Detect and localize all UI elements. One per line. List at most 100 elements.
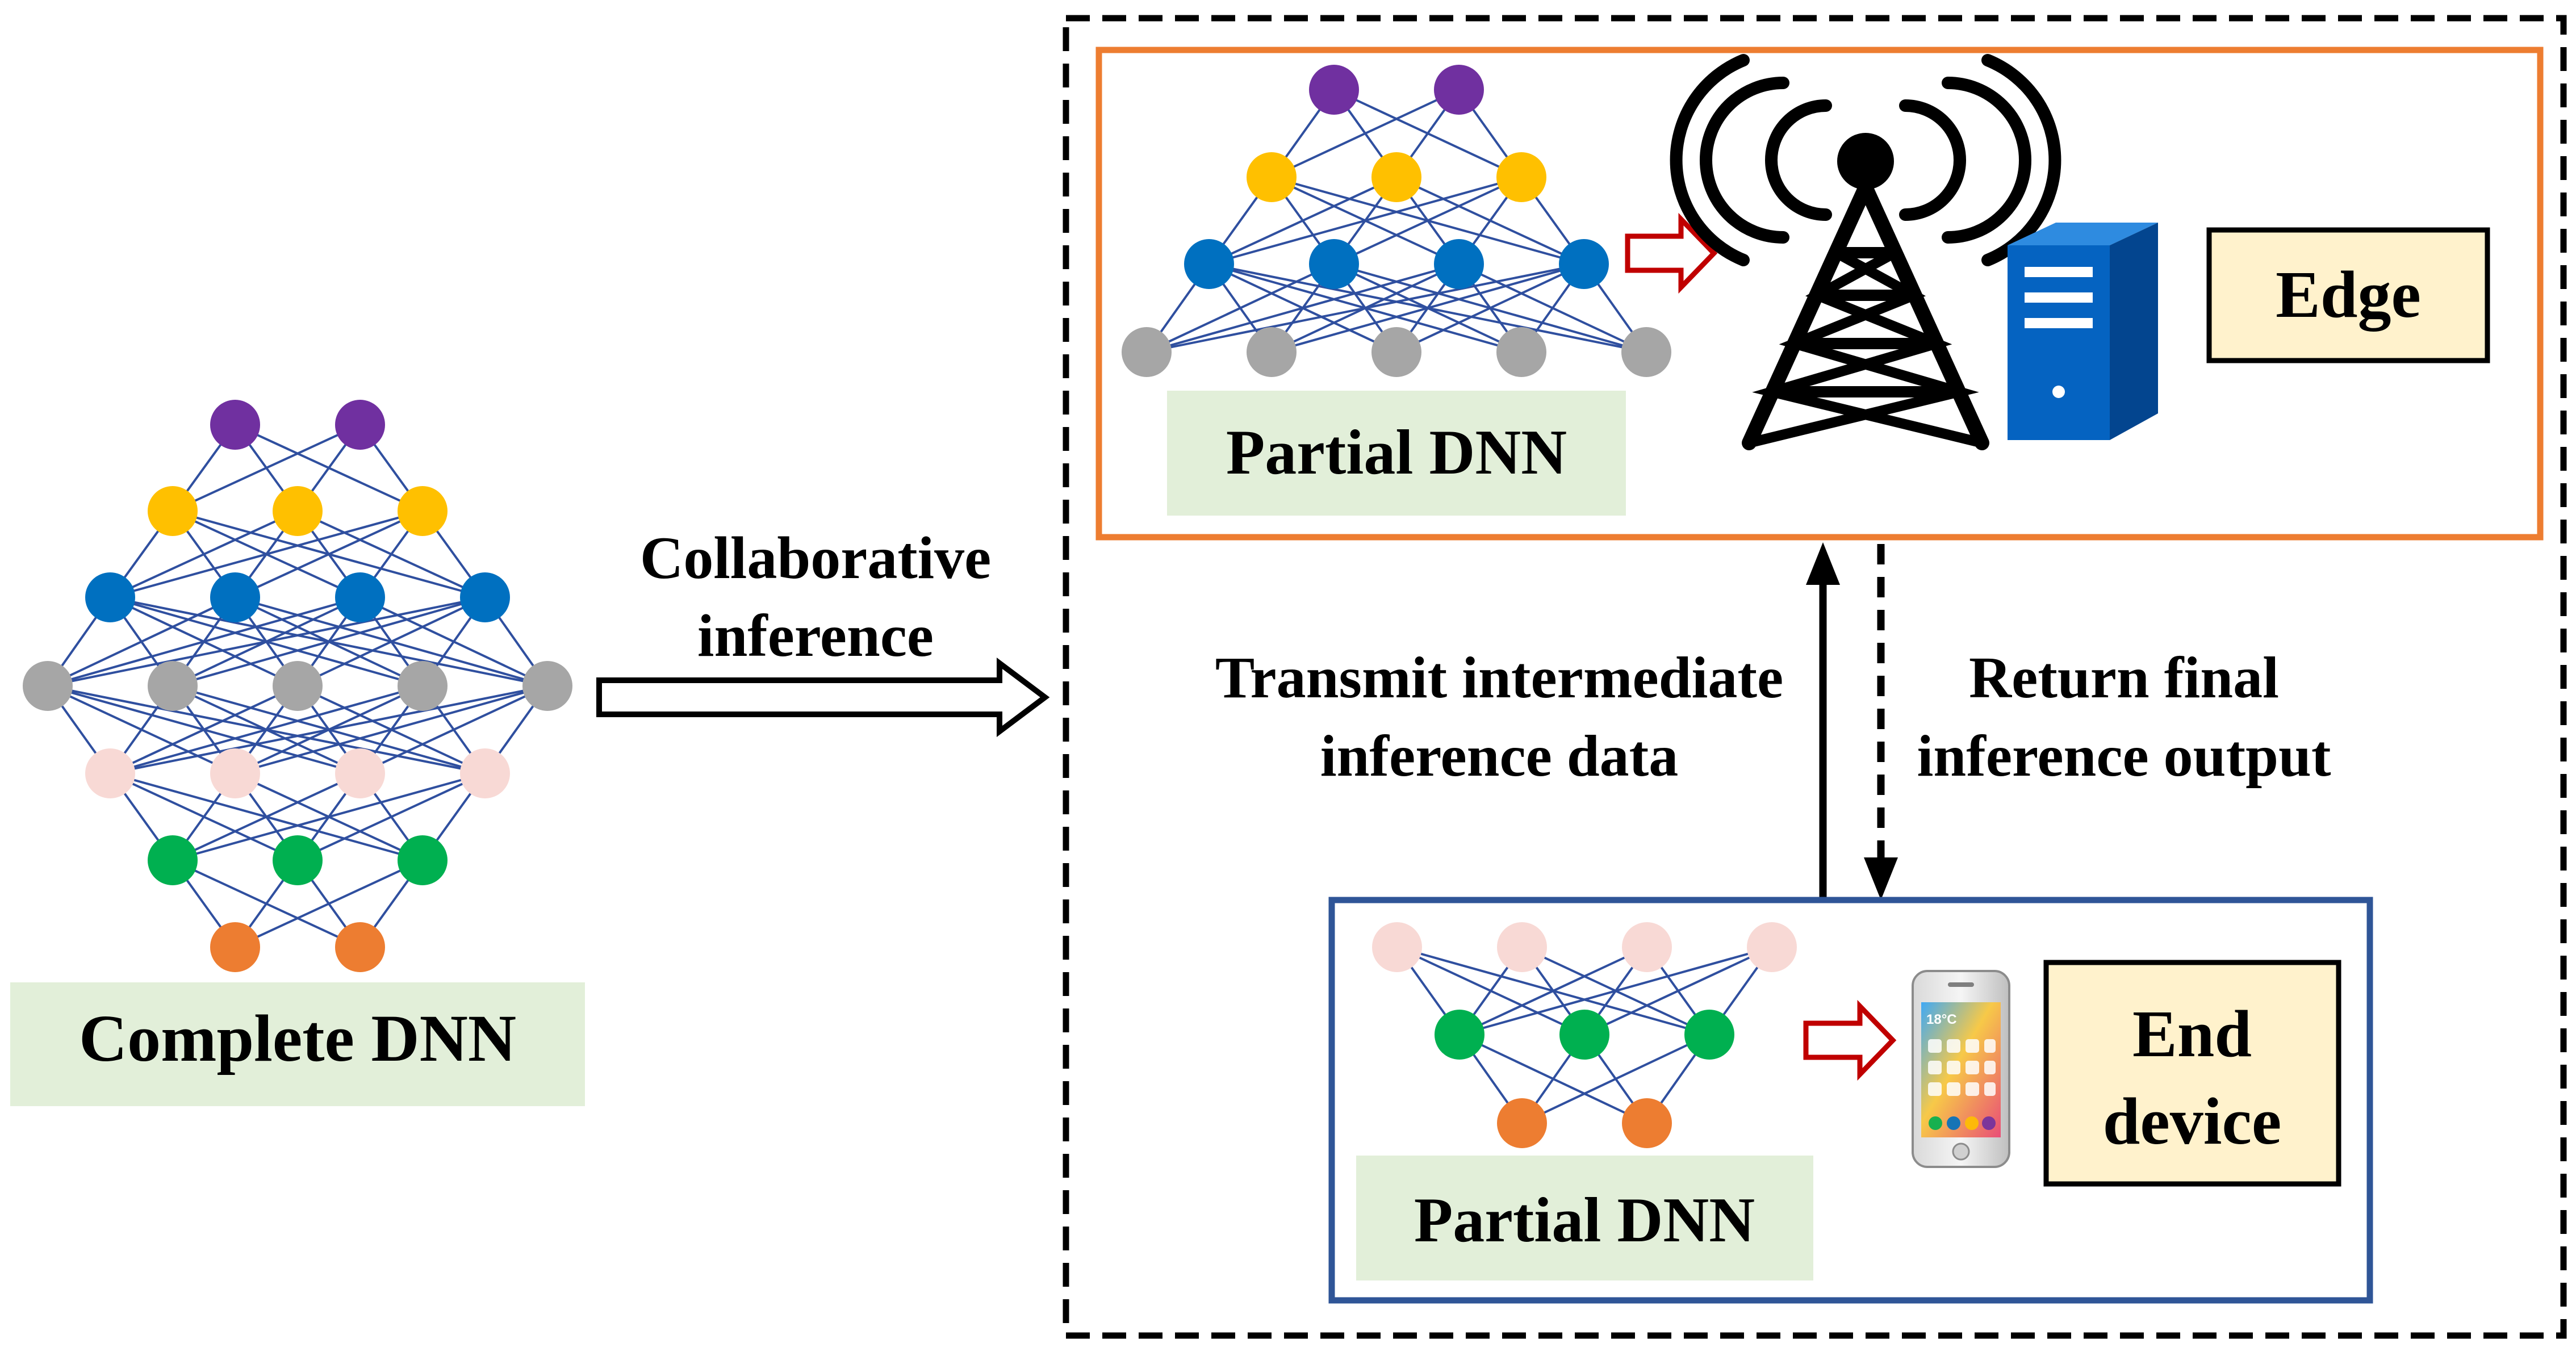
return-label-line1: Return final	[1969, 645, 2279, 710]
neuron-yellow	[273, 486, 323, 536]
neuron-yellow	[398, 486, 448, 536]
neuron-purple	[1434, 65, 1484, 115]
neuron-yellow	[148, 486, 198, 536]
neuron-blue	[335, 572, 385, 622]
neuron-yellow	[1247, 152, 1297, 202]
neuron-gray	[1496, 327, 1546, 377]
neuron-orange	[335, 922, 385, 972]
neuron-gray	[1621, 327, 1671, 377]
phone-temperature: 18°C	[1926, 1012, 1957, 1027]
transmit-label-line1: Transmit intermediate	[1215, 645, 1783, 710]
neuron-pink	[1372, 922, 1422, 972]
end-partial-dnn-network	[1372, 922, 1797, 1148]
network-connection	[47, 596, 361, 687]
complete-dnn-network	[23, 400, 572, 972]
end-small-arrow	[1803, 999, 1897, 1081]
neuron-blue	[1434, 239, 1484, 289]
network-connection	[235, 859, 423, 948]
network-connection	[1146, 263, 1335, 353]
network-connection	[1146, 263, 1460, 353]
network-connection	[110, 685, 548, 775]
neuron-pink	[335, 748, 385, 798]
neuron-orange	[210, 922, 260, 972]
complete-dnn-label: Complete DNN	[79, 1001, 516, 1075]
neuron-orange	[1622, 1098, 1672, 1148]
network-connection	[297, 772, 486, 861]
network-connection	[110, 510, 423, 599]
neuron-blue	[1309, 239, 1359, 289]
system-dashed-box	[1063, 15, 2567, 1339]
network-connection	[110, 510, 298, 599]
neuron-blue	[210, 572, 260, 622]
network-connection	[172, 596, 486, 687]
network-connection	[1459, 946, 1772, 1036]
neuron-gray	[1371, 327, 1421, 377]
transmit-arrow	[1806, 542, 1840, 900]
neuron-yellow	[1496, 152, 1546, 202]
collaborative-inference-label-line2: inference	[697, 602, 934, 669]
network-connection	[172, 424, 361, 512]
neuron-blue	[1184, 239, 1234, 289]
neuron-green	[273, 835, 323, 885]
end-partial-dnn-label-bg	[1356, 1156, 1813, 1280]
network-connection	[1146, 263, 1584, 353]
neuron-pink	[1497, 922, 1547, 972]
network-connection	[1208, 176, 1397, 265]
neuron-gray	[398, 661, 448, 711]
end-device-badge-line2: device	[2103, 1084, 2282, 1158]
network-connection	[1459, 946, 1647, 1036]
neuron-green	[1684, 1010, 1734, 1060]
network-connection	[1271, 89, 1460, 178]
network-connection	[172, 772, 361, 861]
neuron-pink	[460, 748, 510, 798]
edge-badge-label: Edge	[2276, 257, 2421, 332]
neuron-purple	[210, 400, 260, 450]
neuron-blue	[460, 572, 510, 622]
neuron-gray	[522, 661, 572, 711]
neuron-green	[1435, 1010, 1484, 1060]
network-connection	[359, 685, 548, 775]
neuron-green	[148, 835, 198, 885]
edge-partial-dnn-label: Partial DNN	[1226, 417, 1567, 488]
network-connection	[110, 685, 423, 775]
cell-tower-icon	[1670, 54, 2061, 450]
network-connection	[235, 685, 548, 775]
return-label-line2: inference output	[1917, 723, 2331, 789]
neuron-orange	[1497, 1098, 1547, 1148]
cell-tower-top	[1837, 133, 1894, 190]
return-arrow	[1864, 544, 1898, 900]
neuron-gray	[1122, 327, 1172, 377]
end-partial-dnn-label: Partial DNN	[1414, 1185, 1755, 1255]
edge-small-arrow	[1625, 212, 1718, 294]
complete-dnn-label-bg	[10, 982, 585, 1106]
network-connection	[110, 685, 298, 775]
server-icon	[2008, 223, 2158, 440]
neuron-pink	[1747, 922, 1797, 972]
network-connection	[1584, 946, 1772, 1036]
end-device-badge-line1: End	[2132, 997, 2252, 1071]
end-device-badge	[2043, 960, 2341, 1187]
neuron-pink	[85, 748, 135, 798]
network-connection	[172, 772, 486, 861]
network-connection	[297, 596, 486, 687]
neuron-blue	[1559, 239, 1609, 289]
edge-partial-dnn-label-bg	[1167, 391, 1626, 516]
neuron-green	[1559, 1010, 1609, 1060]
neuron-blue	[85, 572, 135, 622]
network-connection	[47, 596, 486, 687]
network-connection	[1521, 1033, 1710, 1124]
smartphone-icon: 18°C	[1912, 970, 2010, 1168]
network-connection	[1333, 176, 1522, 265]
neuron-gray	[148, 661, 198, 711]
neuron-yellow	[1371, 152, 1421, 202]
transmit-label-line2: inference data	[1320, 723, 1679, 789]
network-connection	[47, 596, 236, 687]
neuron-gray	[1247, 327, 1297, 377]
edge-partial-dnn-network	[1122, 65, 1671, 377]
network-connection	[1396, 263, 1584, 353]
collaborative-inference-arrow	[596, 658, 1050, 737]
neuron-gray	[273, 661, 323, 711]
neuron-purple	[1309, 65, 1359, 115]
neuron-purple	[335, 400, 385, 450]
network-connection	[1271, 263, 1584, 353]
